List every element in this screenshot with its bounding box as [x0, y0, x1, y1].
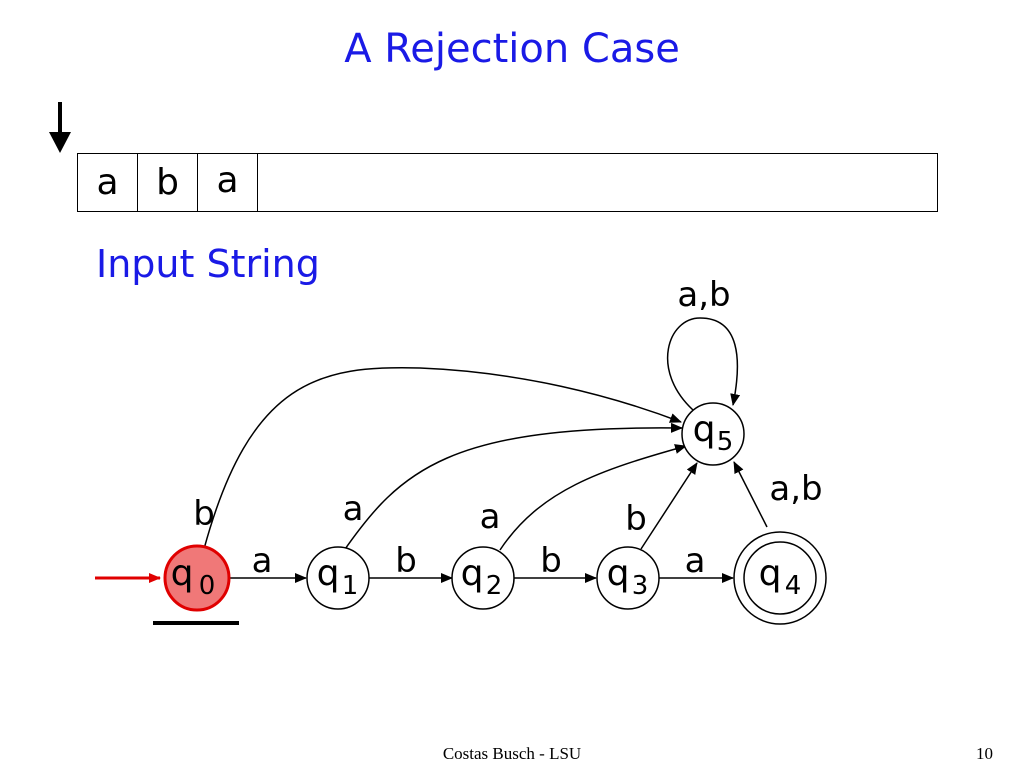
transition-q5-q5 — [667, 317, 741, 411]
slide-title: A Rejection Case — [344, 26, 680, 72]
input-tape: a b a — [77, 153, 938, 212]
state-q3: q 3 — [596, 546, 660, 610]
svg-text:2: 2 — [486, 571, 503, 601]
label-q3-q4: a — [685, 541, 706, 581]
label-q1-q2: b — [395, 541, 417, 581]
svg-text:q: q — [693, 409, 716, 450]
state-q5: q 5 — [681, 402, 745, 466]
tape-cell: b — [138, 154, 198, 211]
svg-text:4: 4 — [785, 571, 802, 601]
tape-cell: a — [198, 154, 258, 211]
svg-text:1: 1 — [342, 571, 359, 601]
label-q0-q1: a — [252, 541, 273, 581]
state-q2: q 2 — [451, 546, 515, 610]
transition-q0-q5 — [203, 366, 682, 550]
svg-text:q: q — [607, 553, 630, 594]
label-q1-q5: a — [343, 489, 364, 529]
svg-text:q: q — [317, 553, 340, 594]
label-q5-loop: a,b — [677, 275, 730, 315]
label-q2-q3: b — [540, 541, 562, 581]
footer-author: Costas Busch - LSU — [442, 744, 582, 763]
state-q0: q 0 — [163, 544, 231, 612]
label-q3-q5: b — [625, 499, 647, 539]
transition-q1-q5 — [342, 422, 683, 553]
svg-text:3: 3 — [632, 571, 649, 601]
input-string-label: Input String — [96, 242, 320, 286]
svg-text:5: 5 — [717, 427, 734, 457]
label-q0-q5: b — [193, 494, 215, 534]
transition-q4-q5 — [733, 461, 768, 528]
transition-q2-q5 — [499, 444, 687, 551]
tape-cell: a — [78, 154, 138, 211]
page-number: 10 — [976, 744, 993, 763]
transition-q3-q5 — [640, 462, 698, 550]
label-q4-q5: a,b — [769, 469, 822, 509]
svg-text:q: q — [171, 553, 194, 594]
state-q1: q 1 — [306, 546, 370, 610]
label-q2-q5: a — [480, 497, 501, 537]
state-q4: q 4 — [733, 531, 827, 625]
svg-text:0: 0 — [199, 571, 216, 601]
svg-text:q: q — [461, 553, 484, 594]
svg-text:q: q — [759, 553, 782, 594]
